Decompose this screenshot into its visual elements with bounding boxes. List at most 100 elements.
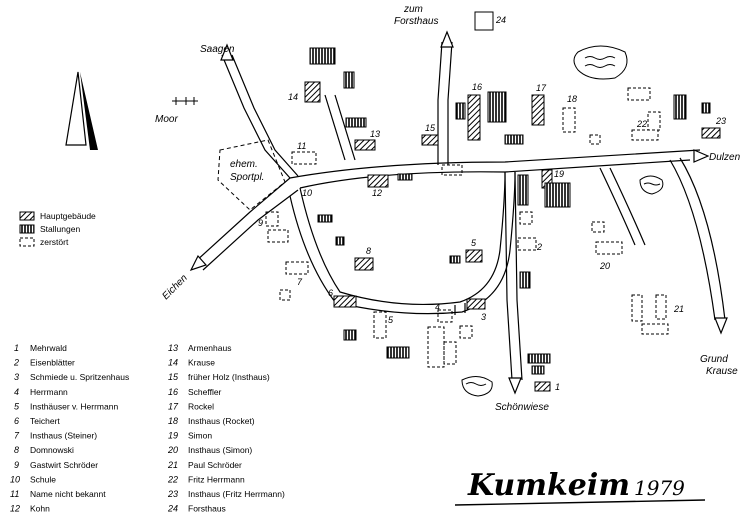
map-year: 1979 [634, 476, 685, 500]
svg-text:23: 23 [715, 116, 726, 126]
svg-text:1: 1 [555, 382, 560, 392]
index-number: 1 [14, 343, 19, 353]
index-name: Kohn [30, 504, 50, 514]
index-name: Simon [188, 431, 212, 441]
index-number: 6 [14, 416, 19, 426]
svg-text:22: 22 [636, 119, 647, 129]
index-number: 22 [167, 474, 178, 484]
label-moor: Moor [155, 114, 178, 125]
svg-text:2: 2 [536, 242, 542, 252]
index-name: Schule [30, 474, 56, 484]
svg-text:17: 17 [536, 83, 547, 93]
svg-text:7: 7 [297, 277, 303, 287]
index-number: 3 [14, 372, 19, 382]
index-name: früher Holz (Insthaus) [188, 372, 270, 382]
road-arrows [189, 30, 728, 395]
index-name: Schmiede u. Spritzenhaus [30, 372, 129, 382]
map-title: Kumkeim [467, 468, 630, 503]
index-name: Forsthaus [188, 504, 226, 514]
svg-text:13: 13 [370, 129, 380, 139]
index-name: Krause [188, 358, 215, 368]
index-name: Domnowski [30, 445, 74, 455]
label-eichen: Eichen [160, 272, 190, 302]
place-labels: Saagen Moor zum Forsthaus Dulzen Eichen … [155, 4, 741, 413]
svg-text:11: 11 [297, 141, 306, 151]
label-dulzen: Dulzen [709, 152, 741, 163]
label-sportplatz-1: ehem. [230, 159, 258, 170]
index-number: 19 [168, 431, 178, 441]
building-index: 1 Mehrwald 2 Eisenblätter 3 Schmiede u. Sprit… [10, 343, 285, 514]
index-number: 4 [14, 387, 19, 397]
legend-main-swatch [19, 211, 35, 221]
arrow-forsthaus-icon [440, 30, 454, 48]
svg-text:14: 14 [288, 92, 298, 102]
index-number: 11 [10, 489, 19, 499]
arrow-grund-icon [714, 317, 728, 335]
index-name: Scheffler [188, 387, 222, 397]
index-name: Armenhaus [188, 343, 231, 353]
index-number: 18 [168, 416, 178, 426]
index-name: Name nicht bekannt [30, 489, 106, 499]
index-number: 12 [10, 504, 20, 514]
svg-text:21: 21 [673, 304, 684, 314]
index-number: 2 [13, 358, 19, 368]
label-grund-1: Grund [700, 354, 728, 365]
svg-text:15: 15 [425, 123, 436, 133]
index-number: 20 [167, 445, 178, 455]
index-number: 5 [14, 401, 20, 411]
index-name: Rockel [188, 401, 214, 411]
index-number: 7 [14, 431, 20, 441]
svg-text:5: 5 [388, 315, 394, 325]
label-grund-2: Krause [706, 366, 738, 377]
index-number: 21 [167, 460, 178, 470]
index-number: 16 [168, 387, 178, 397]
index-name: Paul Schröder [188, 460, 242, 470]
svg-text:4: 4 [435, 302, 440, 312]
svg-text:19: 19 [554, 169, 564, 179]
index-number: 13 [168, 343, 178, 353]
svg-text:24: 24 [495, 15, 506, 25]
moor-symbol-icon [172, 97, 198, 105]
destroyed-buildings [265, 11, 669, 368]
index-name: Eisenblätter [30, 358, 75, 368]
arrow-eichen-icon [189, 254, 208, 272]
index-name: Mehrwald [30, 343, 67, 353]
label-schoenwiese: Schönwiese [495, 402, 549, 413]
svg-text:12: 12 [372, 188, 382, 198]
index-name: Herrmann [30, 387, 68, 397]
svg-text:20: 20 [599, 261, 610, 271]
svg-text:18: 18 [567, 94, 577, 104]
title-underline [454, 499, 706, 506]
label-saagen: Saagen [200, 44, 235, 55]
index-number: 23 [167, 489, 178, 499]
legend-destroyed-swatch [19, 237, 35, 247]
legend-stable-swatch [19, 224, 35, 234]
arrow-schoenwiese-icon [508, 377, 522, 395]
index-number: 15 [168, 372, 179, 382]
arrow-dulzen-icon [693, 149, 710, 163]
label-sportplatz-2: Sportpl. [230, 172, 264, 183]
index-name: Insthaus (Fritz Herrmann) [188, 489, 285, 499]
svg-text:3: 3 [481, 312, 486, 322]
svg-text:8: 8 [366, 246, 371, 256]
index-number: 17 [168, 401, 179, 411]
label-forsthaus-2: Forsthaus [394, 16, 438, 27]
svg-text:16: 16 [472, 82, 482, 92]
index-number: 24 [167, 504, 178, 514]
index-name: Fritz Herrmann [188, 474, 245, 484]
index-name: Teichert [30, 416, 60, 426]
index-number: 10 [10, 474, 20, 484]
stable-buildings [309, 47, 711, 375]
index-name: Insthaus (Rocket) [188, 416, 255, 426]
ponds [461, 45, 664, 397]
index-number: 8 [14, 445, 19, 455]
north-arrow-icon [65, 71, 98, 150]
index-number: 14 [168, 358, 178, 368]
svg-text:10: 10 [302, 188, 312, 198]
label-forsthaus-1: zum [403, 4, 423, 15]
index-name: Gastwirt Schröder [30, 460, 98, 470]
index-name: Insthaus (Steiner) [30, 431, 97, 441]
legend-main-label: Hauptgebäude [40, 211, 96, 221]
